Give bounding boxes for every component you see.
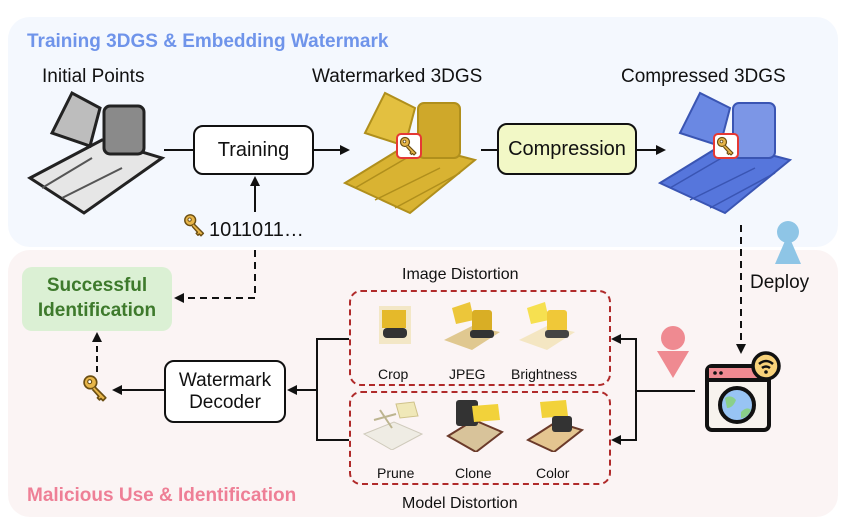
distortion-prune-label: Prune <box>377 465 415 481</box>
prune-thumbnail <box>362 401 424 450</box>
deploy-label: Deploy <box>750 272 810 293</box>
watermark-bits: 1011011… <box>209 219 304 241</box>
decoder-line-1: Watermark <box>178 369 272 391</box>
distortion-clone-label: Clone <box>455 465 492 481</box>
training-box: Training <box>193 125 314 175</box>
key-icon <box>399 136 417 156</box>
watermark-key-badge <box>396 133 422 159</box>
compression-box: Compression <box>497 123 637 175</box>
attacker-figure-icon <box>657 326 689 378</box>
initial-points-label: Initial Points <box>42 66 145 87</box>
image-distortion-group <box>349 290 611 386</box>
model-distortion-title: Model Distortion <box>402 495 518 512</box>
decoded-key-icon <box>83 375 107 402</box>
compressed-3dgs-label: Compressed 3DGS <box>621 66 786 87</box>
web-platform-icon <box>705 351 781 432</box>
crop-thumbnail <box>379 306 411 344</box>
decoder-line-2: Decoder <box>189 391 261 413</box>
model-distortion-group <box>349 391 611 485</box>
clone-thumbnail <box>446 400 504 452</box>
watermarked-3dgs-label: Watermarked 3DGS <box>312 66 483 87</box>
key-icon <box>184 214 205 237</box>
compressed-key-badge <box>713 133 739 159</box>
training-label: Training <box>217 138 290 161</box>
successful-identification-box: Successful Identification <box>22 267 172 331</box>
color-thumbnail <box>526 400 584 452</box>
compressed-3dgs-model <box>657 91 793 215</box>
jpeg-thumbnail <box>444 302 500 350</box>
brightness-thumbnail <box>519 302 575 350</box>
distortion-crop-label: Crop <box>378 366 409 382</box>
malicious-section-title: Malicious Use & Identification <box>27 485 297 506</box>
key-icon <box>716 136 734 156</box>
compression-label: Compression <box>508 137 626 160</box>
owner-figure-icon <box>775 221 801 264</box>
training-section-title: Training 3DGS & Embedding Watermark <box>27 31 389 52</box>
distortion-brightness-label: Brightness <box>511 366 578 382</box>
distortion-color-label: Color <box>536 465 570 481</box>
image-distortion-title: Image Distortion <box>402 266 519 283</box>
initial-points-model <box>27 90 166 215</box>
success-line-2: Identification <box>37 300 157 321</box>
watermark-decoder-box: Watermark Decoder <box>164 360 286 423</box>
distortion-jpeg-label: JPEG <box>449 366 486 382</box>
watermarked-3dgs-model <box>342 91 478 215</box>
success-line-1: Successful <box>46 275 148 296</box>
